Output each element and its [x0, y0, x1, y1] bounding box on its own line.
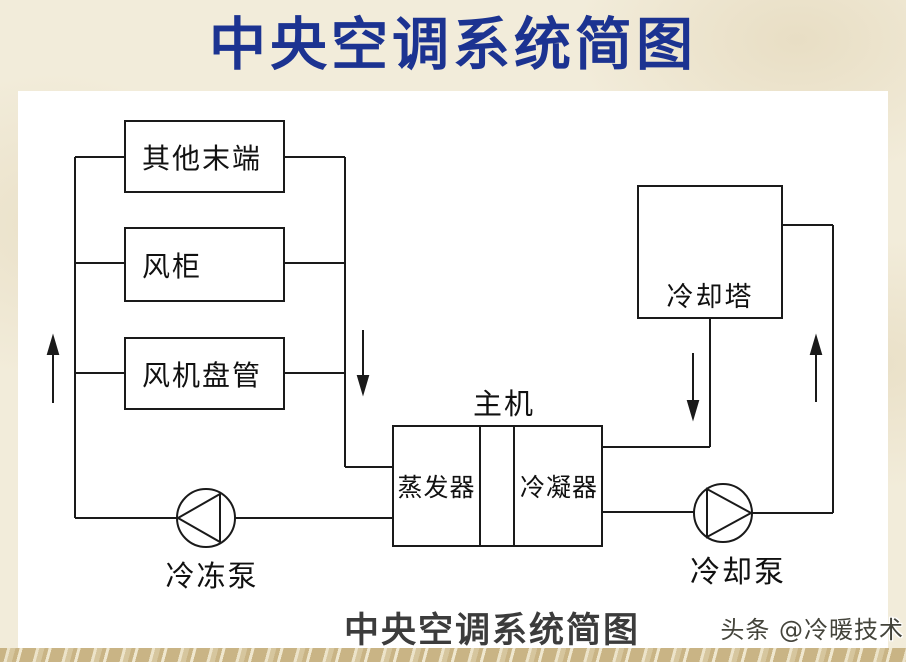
cooling-pump-symbol — [693, 483, 754, 543]
diagram-caption: 中央空调系统简图 — [343, 611, 640, 651]
return-riser-pipe — [285, 156, 392, 468]
condenser-label: 冷凝器 — [519, 473, 598, 502]
flow-arrow-down-return-icon — [356, 330, 370, 397]
box-main-unit: 蒸发器 冷凝器 — [392, 425, 603, 547]
box-other-terminal-label: 其他末端 — [142, 141, 263, 175]
tower-supply-pipe — [603, 319, 711, 448]
chilled-pump-label: 冷冻泵 — [165, 559, 259, 593]
cooling-tower-label: 冷却塔 — [666, 282, 754, 313]
flow-arrow-up-right-icon — [809, 333, 823, 402]
flow-arrow-up-left-icon — [46, 333, 60, 403]
box-cooling-tower: 冷却塔 — [637, 185, 783, 319]
left-riser-pipe — [74, 156, 124, 518]
evaporator-label: 蒸发器 — [397, 473, 476, 502]
box-fan-coil-label: 风机盘管 — [142, 358, 263, 392]
diagram-canvas: 其他末端 风柜 风机盘管 蒸发器 冷凝器 冷却塔 主机 冷冻泵 冷却泵 中央空调… — [18, 91, 888, 651]
decorative-border-strip — [0, 648, 906, 662]
page-title: 中央空调系统简图 — [209, 11, 697, 78]
cooling-pump-label: 冷却泵 — [690, 555, 786, 590]
flow-arrow-down-tower-icon — [686, 353, 700, 422]
box-other-terminal: 其他末端 — [124, 120, 285, 193]
chilled-pump-symbol — [175, 488, 236, 548]
box-air-cabinet-label: 风柜 — [142, 249, 203, 283]
box-fan-coil: 风机盘管 — [124, 337, 285, 410]
main-unit-divider-left — [479, 427, 481, 545]
main-unit-divider-right — [513, 427, 515, 545]
box-air-cabinet: 风柜 — [124, 227, 285, 302]
main-unit-label: 主机 — [472, 387, 535, 421]
watermark-text: 头条 @冷暖技术 — [720, 616, 904, 644]
